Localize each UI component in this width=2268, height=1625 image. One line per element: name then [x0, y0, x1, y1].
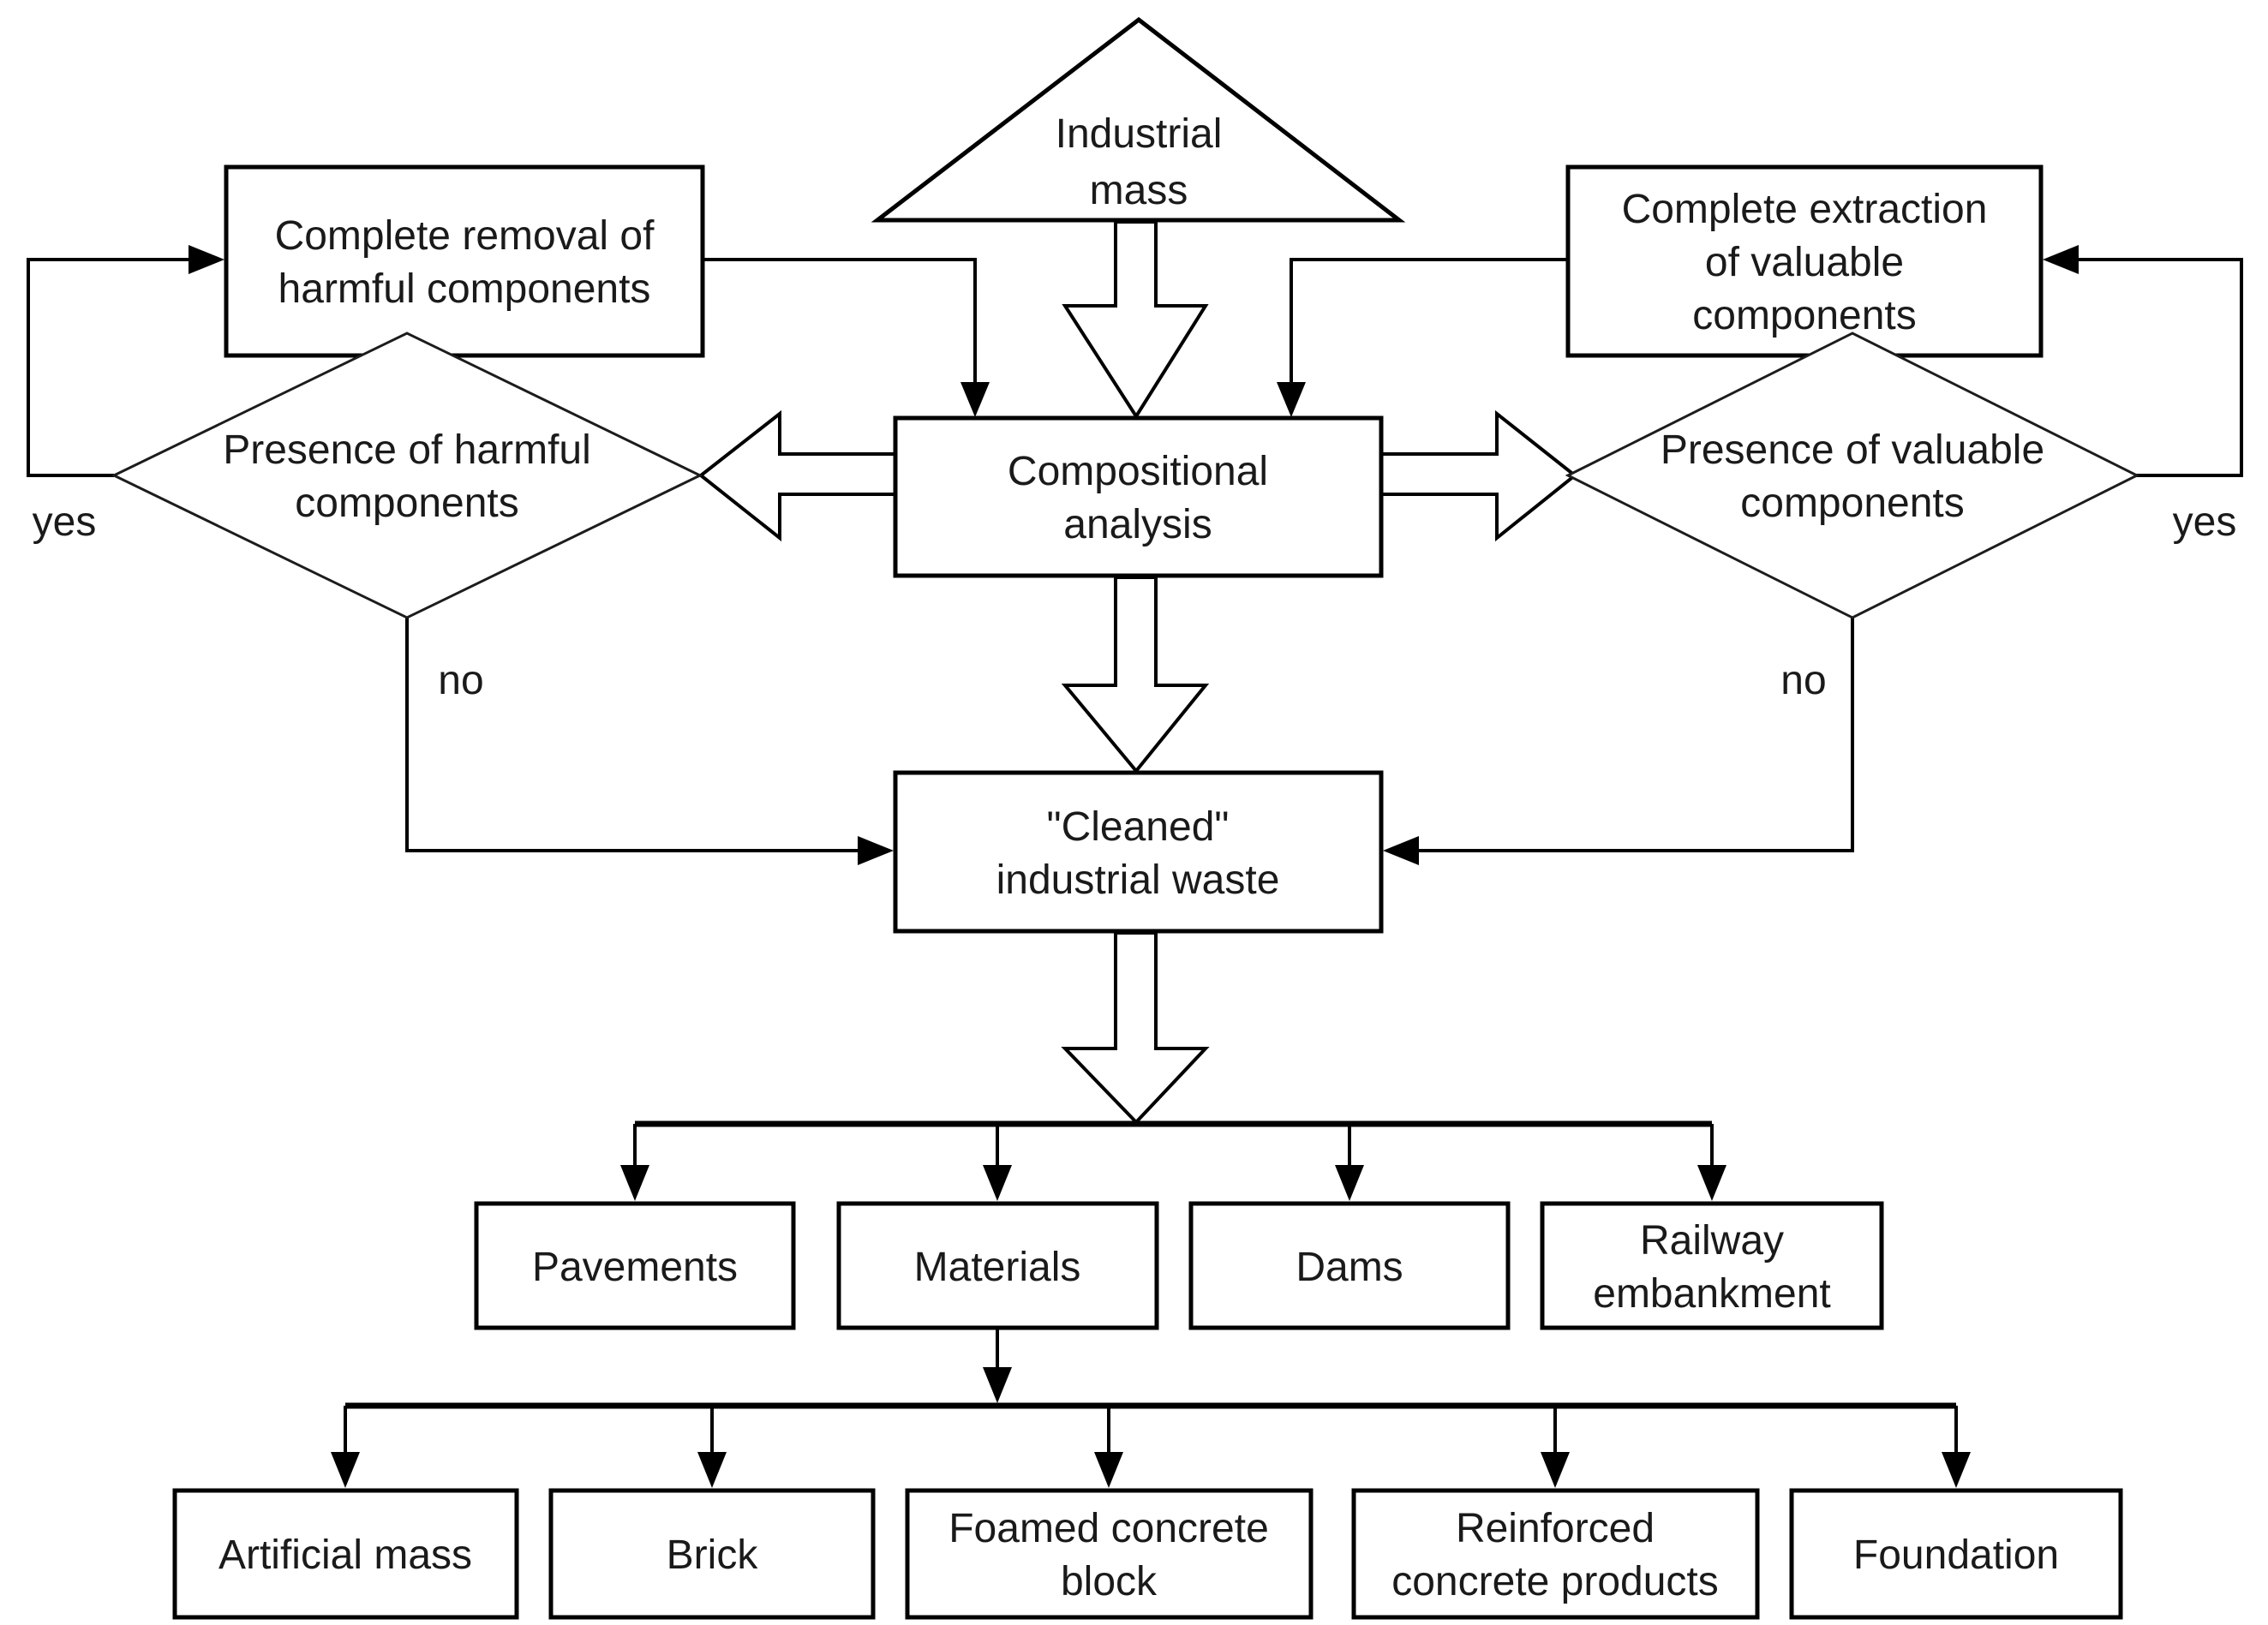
- brick-label: Brick: [667, 1532, 759, 1578]
- reinforced-concrete-products-label-line2: concrete products: [1391, 1559, 1719, 1604]
- node-presence-harmful: [111, 332, 703, 619]
- cleaned-waste-label-line2: industrial waste: [996, 857, 1280, 903]
- arrowhead-artificial-mass: [331, 1452, 360, 1488]
- arrowhead-no-left: [858, 836, 894, 865]
- block-arrow-analysis-to-harmful: [697, 409, 897, 542]
- foamed-concrete-block-label-line1: Foamed concrete: [948, 1506, 1269, 1551]
- node-reinforced-concrete-products: [1351, 1488, 1760, 1620]
- arrowhead-foamed: [1094, 1452, 1123, 1488]
- arrowhead-reinforced: [1541, 1452, 1570, 1488]
- edge-extraction-to-analysis: [1290, 258, 1566, 384]
- node-railway-embankment: [1540, 1201, 1884, 1330]
- presence-valuable-label-line2: components: [1740, 481, 1965, 526]
- node-complete-extraction: [1565, 164, 2044, 358]
- edge-removal-to-analysis: [704, 258, 977, 384]
- presence-harmful-label-line2: components: [295, 481, 519, 526]
- railway-embankment-label-line1: Railway: [1640, 1218, 1784, 1264]
- edge-no-right: [1417, 618, 1854, 852]
- compositional-analysis-label-line1: Compositional: [1008, 449, 1268, 494]
- reinforced-concrete-products-label-line1: Reinforced: [1456, 1506, 1655, 1551]
- pavements-label: Pavements: [532, 1245, 738, 1290]
- arrowhead-foundation: [1942, 1452, 1971, 1488]
- complete-removal-label-line1: Complete removal of: [275, 213, 655, 259]
- arrowhead-railway: [1697, 1165, 1726, 1201]
- block-arrows: [697, 220, 1578, 1125]
- label-no-left: no: [438, 658, 483, 703]
- label-yes-right: yes: [2173, 499, 2237, 545]
- label-yes-left: yes: [33, 499, 97, 545]
- block-arrow-mass-to-analysis: [1062, 220, 1209, 420]
- complete-extraction-label-line2: of valuable: [1705, 240, 1904, 285]
- label-no-right: no: [1780, 658, 1826, 703]
- node-compositional-analysis: [893, 415, 1384, 578]
- block-arrow-cleaned-to-uses: [1061, 931, 1210, 1125]
- railway-embankment-label-line2: embankment: [1593, 1271, 1830, 1317]
- node-artificial-mass: [172, 1488, 519, 1620]
- arrowhead-no-right: [1383, 836, 1419, 865]
- industrial-mass-label-line1: Industrial: [1056, 111, 1223, 157]
- arrowhead-materials-down: [983, 1367, 1012, 1403]
- block-arrow-analysis-to-cleaned: [1061, 576, 1210, 774]
- artificial-mass-label: Artificial mass: [218, 1532, 472, 1578]
- node-pavements: [474, 1201, 796, 1330]
- materials-label: Materials: [914, 1245, 1081, 1290]
- node-materials: [836, 1201, 1159, 1330]
- arrowhead-yes-left: [189, 245, 224, 274]
- complete-extraction-label-line1: Complete extraction: [1622, 187, 1988, 232]
- edge-yes-left-loop: [27, 258, 190, 477]
- arrowhead-yes-right: [2043, 245, 2079, 274]
- block-arrow-analysis-to-valuable: [1379, 409, 1578, 542]
- dams-label: Dams: [1296, 1245, 1403, 1290]
- node-foundation: [1789, 1488, 2123, 1620]
- node-foamed-concrete-block: [905, 1488, 1314, 1620]
- foundation-label: Foundation: [1853, 1532, 2059, 1578]
- node-brick: [548, 1488, 876, 1620]
- node-presence-valuable: [1565, 332, 2140, 619]
- node-dams: [1188, 1201, 1511, 1330]
- edge-no-left: [405, 618, 859, 852]
- edge-yes-right-loop: [2077, 258, 2243, 477]
- edge-labels: yes yes no no: [33, 499, 2237, 703]
- foamed-concrete-block-label-line2: block: [1061, 1559, 1158, 1604]
- compositional-analysis-label-line2: analysis: [1063, 502, 1212, 547]
- complete-removal-label-line2: harmful components: [278, 266, 651, 312]
- complete-extraction-label-line3: components: [1692, 293, 1917, 338]
- connector-lines: [27, 245, 2243, 1488]
- arrowhead-materials: [983, 1165, 1012, 1201]
- industrial-mass-label-line2: mass: [1090, 168, 1188, 213]
- node-labels: Industrial mass Complete removal of harm…: [218, 111, 2059, 1604]
- presence-harmful-label-line1: Presence of harmful: [223, 427, 591, 473]
- node-industrial-mass: [871, 16, 1406, 223]
- arrowhead-pavements: [620, 1165, 649, 1201]
- node-complete-removal: [224, 164, 705, 358]
- node-cleaned-waste: [893, 770, 1384, 934]
- arrowhead-brick: [697, 1452, 727, 1488]
- cleaned-waste-label-line1: "Cleaned": [1047, 804, 1230, 850]
- node-shapes: [111, 16, 2140, 1620]
- arrowhead-dams: [1335, 1165, 1364, 1201]
- arrowhead-extraction-to-analysis: [1277, 382, 1306, 417]
- arrowhead-removal-to-analysis: [960, 382, 990, 417]
- presence-valuable-label-line1: Presence of valuable: [1661, 427, 2044, 473]
